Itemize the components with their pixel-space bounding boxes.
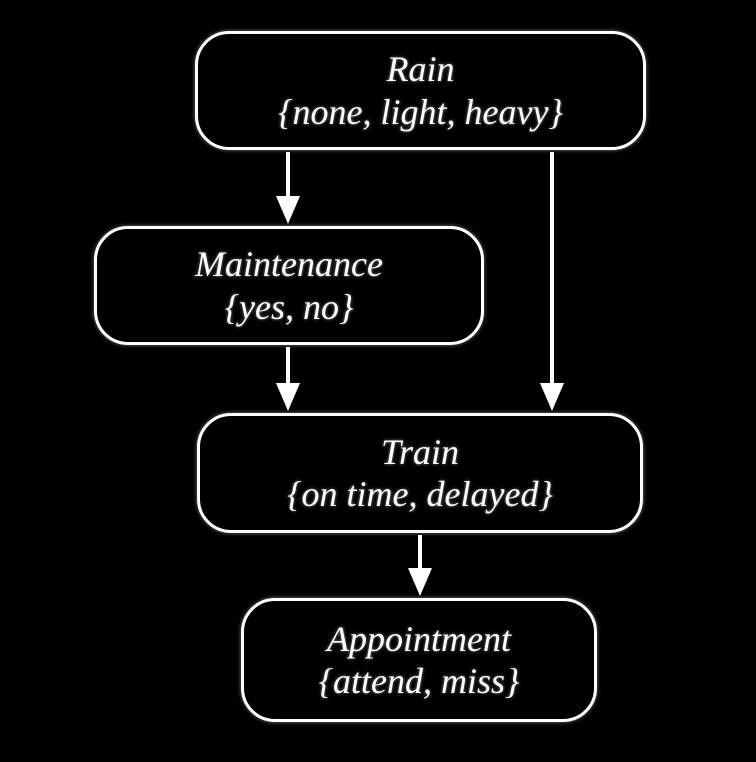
node-appointment-states: {attend, miss} (318, 661, 520, 701)
node-maintenance-states: {yes, no} (224, 286, 354, 327)
arrowhead-icon (276, 196, 300, 224)
node-train-title: Train (380, 431, 460, 472)
node-train-states: {on time, delayed} (287, 474, 553, 514)
node-appointment[interactable]: Appointment {attend, miss} (241, 598, 597, 722)
arrowhead-icon (540, 383, 564, 411)
node-rain-states: {none, light, heavy} (278, 91, 563, 132)
edge-rain-to-train (540, 152, 564, 411)
node-maintenance-title: Maintenance (195, 244, 383, 285)
node-rain-title: Rain (386, 49, 455, 90)
node-maintenance[interactable]: Maintenance {yes, no} (94, 226, 484, 345)
arrowhead-icon (276, 383, 300, 411)
edge-train-to-appointment (408, 535, 432, 596)
edge-rain-to-maintenance (276, 152, 300, 224)
arrowhead-icon (408, 568, 432, 596)
node-appointment-title: Appointment (327, 618, 511, 659)
edge-maintenance-to-train (276, 347, 300, 411)
node-train[interactable]: Train {on time, delayed} (197, 413, 643, 533)
node-rain[interactable]: Rain {none, light, heavy} (195, 31, 646, 150)
